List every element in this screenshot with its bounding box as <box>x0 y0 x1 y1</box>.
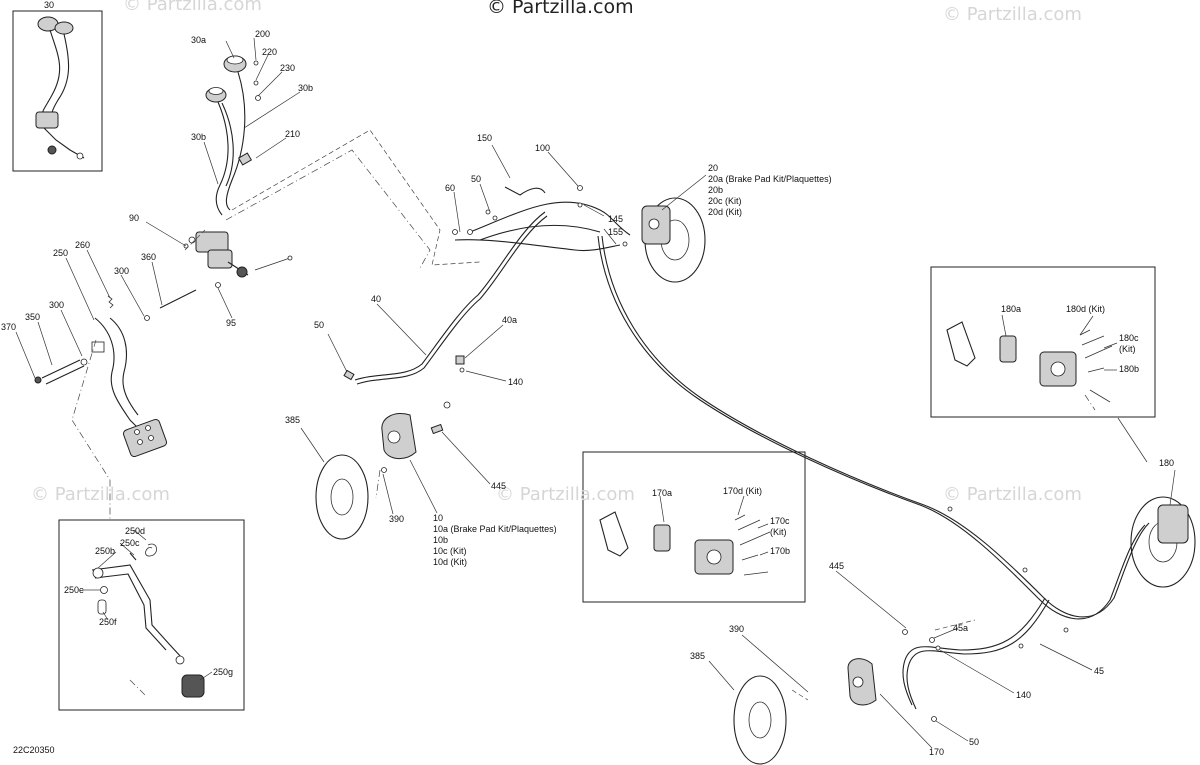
detail-box-master-cylinder <box>12 10 103 172</box>
callout-170b: 170b <box>770 546 791 556</box>
callout-170c-kit: (Kit) <box>770 527 787 537</box>
callout-180c-kit: (Kit) <box>1119 344 1136 354</box>
callout-370: 370 <box>1 322 17 332</box>
callout-300-b: 300 <box>49 300 65 310</box>
callout-445-mid: 445 <box>491 481 507 491</box>
callout-180c: 180c <box>1119 333 1139 343</box>
callout-155: 155 <box>608 227 624 237</box>
callout-20: 20 <box>708 163 719 173</box>
callout-200: 200 <box>255 29 271 39</box>
callout-10b: 10b <box>433 535 449 545</box>
callout-220: 220 <box>262 47 278 57</box>
callout-250f: 250f <box>99 617 117 627</box>
watermark-right: © Partzilla.com <box>943 484 1082 505</box>
callout-145: 145 <box>608 214 624 224</box>
caliper-detail-180 <box>946 321 1113 403</box>
callout-60: 60 <box>445 183 456 193</box>
callout-10: 10 <box>433 513 444 523</box>
watermark-top-right: © Partzilla.com <box>943 4 1082 25</box>
callout-45: 45 <box>1094 666 1105 676</box>
caliper-detail-170 <box>599 511 771 576</box>
callout-250c: 250c <box>120 538 140 548</box>
callout-260: 260 <box>75 240 91 250</box>
callout-300-a: 300 <box>114 266 130 276</box>
callout-30: 30 <box>44 0 55 10</box>
brake-pedal-assembly <box>34 289 197 458</box>
callout-385-left: 385 <box>285 415 301 425</box>
callout-350: 350 <box>25 312 41 322</box>
callout-180: 180 <box>1159 458 1175 468</box>
callout-385-bottom: 385 <box>690 651 706 661</box>
reservoirs-30a <box>205 55 261 216</box>
brake-lines <box>354 186 1150 710</box>
callout-50-top: 50 <box>471 174 482 184</box>
callout-390-left: 390 <box>389 514 405 524</box>
callout-10c: 10c (Kit) <box>433 546 467 556</box>
callout-20b: 20b <box>708 185 724 195</box>
callout-140-mid: 140 <box>508 377 524 387</box>
callout-360: 360 <box>141 252 157 262</box>
assembly-lines <box>71 129 1096 701</box>
callout-30a: 30a <box>191 35 207 45</box>
caliper-10 <box>381 401 451 473</box>
callout-170d: 170d (Kit) <box>723 486 763 496</box>
callout-20d: 20d (Kit) <box>708 207 743 217</box>
watermark-top-left: © Partzilla.com <box>123 0 262 15</box>
disc-385-left <box>315 454 369 540</box>
callout-140-bottom: 140 <box>1016 690 1032 700</box>
callout-20-block: 20 20a (Brake Pad Kit/Plaquettes) 20b 20… <box>708 163 832 218</box>
watermark-left: © Partzilla.com <box>31 484 170 505</box>
callout-230: 230 <box>280 63 296 73</box>
watermark-top: © Partzilla.com <box>487 0 634 18</box>
callout-10d: 10d (Kit) <box>433 557 468 567</box>
callout-95: 95 <box>226 318 237 328</box>
callout-30b-left: 30b <box>191 132 207 142</box>
callout-150: 150 <box>477 133 493 143</box>
callout-170c-block: 170c (Kit) <box>770 516 790 538</box>
caliper-disc-20 <box>641 197 706 283</box>
callout-250: 250 <box>53 248 69 258</box>
callout-10a: 10a (Brake Pad Kit/Plaquettes) <box>433 524 557 534</box>
disc-385-bottom <box>733 675 787 765</box>
callout-10-block: 10 10a (Brake Pad Kit/Plaquettes) 10b 10… <box>433 513 557 568</box>
watermark-center: © Partzilla.com <box>496 484 635 505</box>
callout-100: 100 <box>535 143 551 153</box>
callout-170: 170 <box>929 747 945 757</box>
callout-40a: 40a <box>502 315 518 325</box>
callout-250d: 250d <box>125 526 146 536</box>
callout-180d: 180d (Kit) <box>1066 304 1106 314</box>
callout-445-bottom: 445 <box>829 561 845 571</box>
callout-50-mid: 50 <box>314 320 325 330</box>
callout-180b: 180b <box>1119 364 1140 374</box>
callout-30b-top: 30b <box>298 83 314 93</box>
callout-180a: 180a <box>1001 304 1022 314</box>
callout-90: 90 <box>129 213 140 223</box>
callout-390-bottom: 390 <box>729 624 745 634</box>
callout-40: 40 <box>371 294 382 304</box>
callout-50-bottom: 50 <box>969 737 980 747</box>
callout-250b: 250b <box>95 546 116 556</box>
line-fittings <box>343 185 1069 722</box>
callout-45a: 45a <box>953 623 969 633</box>
detail-box-caliper-180 <box>930 266 1156 418</box>
callout-170a: 170a <box>652 488 673 498</box>
callout-210: 210 <box>285 129 301 139</box>
callout-20a: 20a (Brake Pad Kit/Plaquettes) <box>708 174 832 184</box>
callout-250g: 250g <box>213 667 234 677</box>
callout-250e: 250e <box>64 585 85 595</box>
caliper-170-rear <box>847 658 877 706</box>
leader-lines <box>15 37 1176 749</box>
diagram-code: 22C20350 <box>13 745 55 755</box>
master-cylinder-detail <box>35 16 85 160</box>
callout-170c: 170c <box>770 516 790 526</box>
callout-180c-block: 180c (Kit) <box>1119 333 1139 355</box>
disc-180-rear <box>1130 496 1196 588</box>
master-cylinder-assembly <box>183 231 293 288</box>
callout-20c: 20c (Kit) <box>708 196 742 206</box>
